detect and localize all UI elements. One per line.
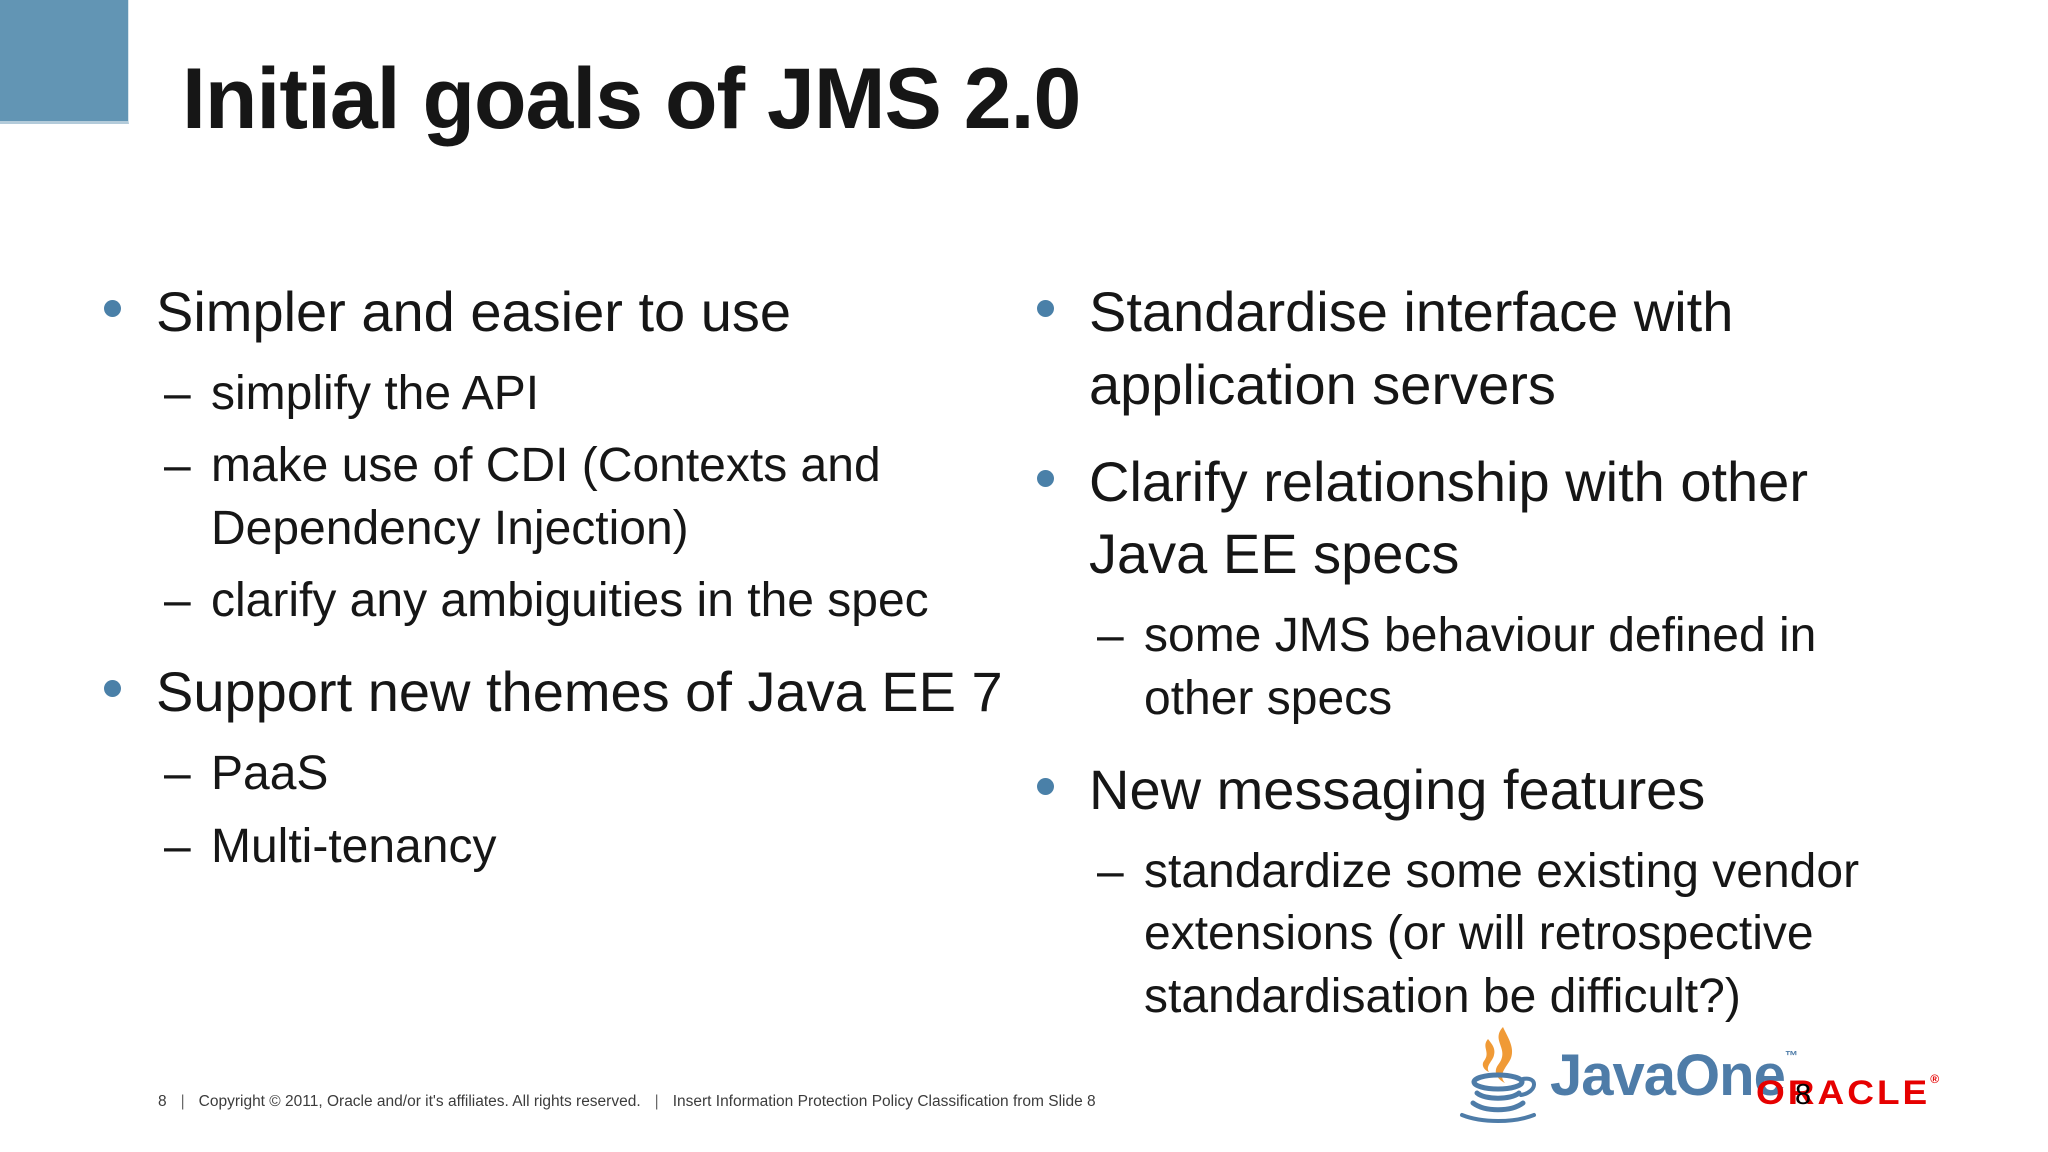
javaone-trademark: ™ — [1784, 1048, 1798, 1063]
sub-bullet-item: –clarify any ambiguities in the spec — [100, 570, 1020, 632]
java-coffee-cup-icon — [1460, 1027, 1536, 1123]
sub-bullet-item: –PaaS — [100, 743, 1020, 805]
sub-bullet-item: –some JMS behaviour defined in other spe… — [1033, 605, 1913, 730]
bullet-text: Simpler and easier to use — [156, 280, 792, 343]
bullet-text: Multi-tenancy — [211, 819, 497, 873]
oracle-registered-mark: ® — [1930, 1072, 1940, 1086]
bullet-dot-icon — [104, 300, 121, 317]
bullet-dot-icon — [1037, 300, 1054, 317]
bullet-item: Clarify relationship with other Java EE … — [1033, 446, 1913, 592]
javaone-wordmark: JavaOne — [1550, 1042, 1786, 1108]
bullet-column-right: Standardise interface with application s… — [1033, 276, 1913, 1028]
dash-icon: – — [1097, 844, 1124, 898]
javaone-logo: JavaOne ™ — [1448, 1022, 1798, 1128]
bullet-text: PaaS — [211, 747, 329, 801]
footer-divider: | — [180, 1093, 185, 1110]
bullet-text: standardize some existing vendor extensi… — [1144, 844, 1860, 1023]
footer-classification: Insert Information Protection Policy Cla… — [672, 1093, 1096, 1110]
bullet-item: Simpler and easier to use — [100, 276, 1020, 349]
oracle-logo: ORACLE® — [1756, 1072, 1939, 1114]
dash-icon: – — [1097, 609, 1124, 663]
bullet-text: some JMS behaviour defined in other spec… — [1144, 609, 1817, 725]
dash-icon: – — [164, 439, 191, 493]
bullet-item: Support new themes of Java EE 7 — [100, 656, 1020, 729]
slide-title: Initial goals of JMS 2.0 — [182, 51, 1081, 147]
dash-icon: – — [164, 573, 191, 627]
bullet-dot-icon — [1037, 777, 1054, 795]
sub-bullet-item: –make use of CDI (Contexts and Dependenc… — [100, 435, 1020, 560]
slide-footer: 8 | Copyright © 2011, Oracle and/or it's… — [158, 1093, 1096, 1111]
sub-bullet-item: –standardize some existing vendor extens… — [1033, 841, 1913, 1028]
dash-icon: – — [164, 747, 191, 801]
bullet-dot-icon — [1033, 276, 1089, 317]
bullet-dot-icon — [1033, 446, 1089, 487]
bullet-column-left: Simpler and easier to use–simplify the A… — [100, 276, 1020, 878]
footer-copyright: Copyright © 2011, Oracle and/or it's aff… — [198, 1093, 641, 1110]
bullet-item: New messaging features — [1033, 754, 1913, 827]
bullet-text: make use of CDI (Contexts and Dependency… — [211, 439, 881, 555]
bullet-dot-icon — [104, 680, 121, 698]
footer-slide-number: 8 — [158, 1093, 167, 1110]
bullet-dot-icon — [100, 656, 156, 698]
oracle-wordmark: ORACLE — [1756, 1073, 1931, 1112]
bullet-text: Clarify relationship with other Java EE … — [1089, 449, 1808, 586]
bullet-dot-icon — [1033, 754, 1089, 795]
footer-divider: | — [654, 1093, 659, 1110]
slide-number-overlay: 8 — [1795, 1079, 1812, 1111]
bullet-item: Standardise interface with application s… — [1033, 276, 1913, 422]
dash-icon: – — [164, 366, 191, 420]
bullet-dot-icon — [100, 276, 156, 317]
corner-accent-square — [0, 0, 129, 124]
bullet-dot-icon — [1037, 469, 1054, 487]
bullet-text: simplify the API — [211, 366, 540, 420]
bullet-text: Support new themes of Java EE 7 — [156, 660, 1003, 724]
sub-bullet-item: –Multi-tenancy — [100, 816, 1020, 878]
bullet-text: Standardise interface with application s… — [1089, 280, 1734, 416]
bullet-text: New messaging features — [1089, 757, 1706, 821]
sub-bullet-item: –simplify the API — [100, 363, 1020, 425]
bullet-text: clarify any ambiguities in the spec — [211, 573, 929, 627]
dash-icon: – — [164, 819, 191, 873]
